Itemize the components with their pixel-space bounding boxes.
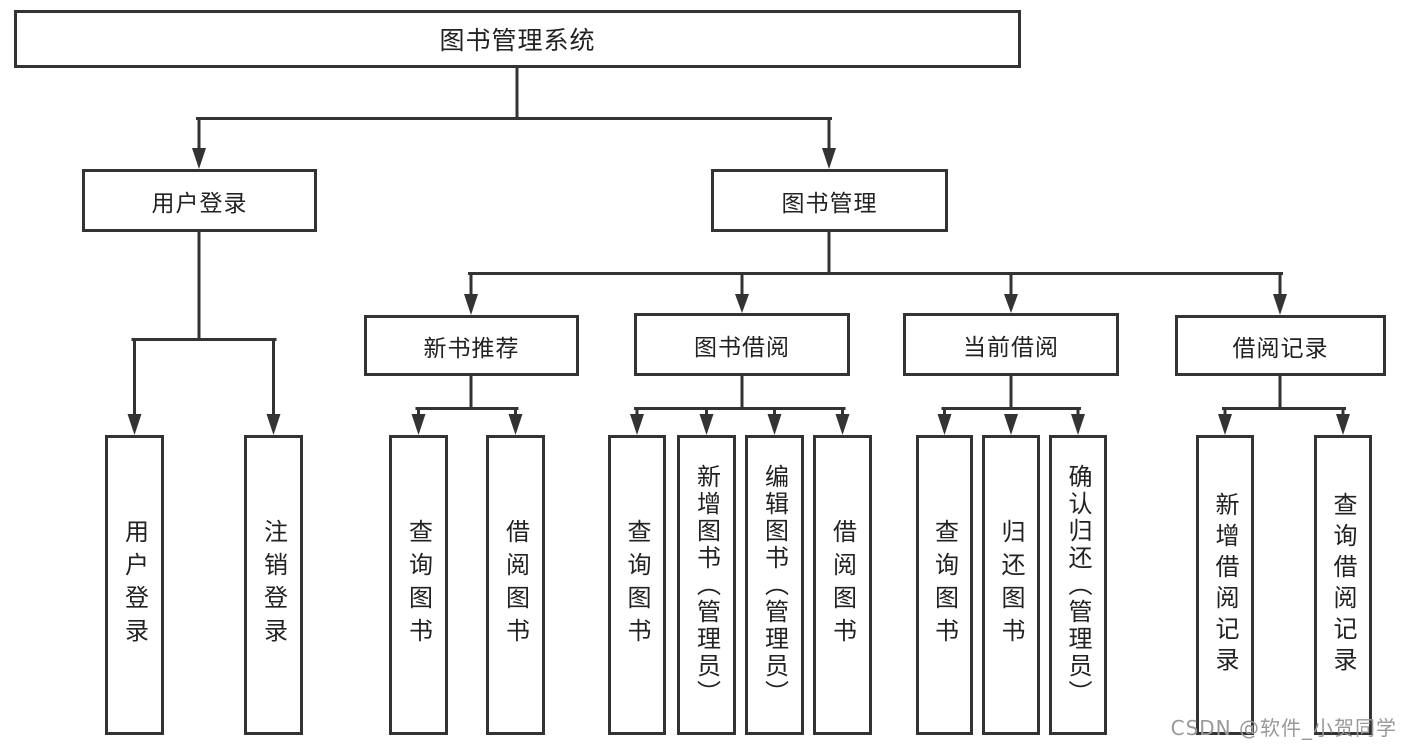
node-book-management-label: 图书管理 xyxy=(781,190,878,217)
leaf-add-borrow-record: 新增借阅记录 xyxy=(1196,435,1254,735)
leaf-logout-label: 注销登录 xyxy=(259,519,288,651)
leaf-return-books: 归还图书 xyxy=(982,435,1040,735)
connector-paths xyxy=(131,66,1346,419)
node-borrow-records: 借阅记录 xyxy=(1175,315,1386,376)
leaf-add-books-admin: 新增图书（管理员） xyxy=(677,435,736,735)
leaf-return-books-label: 归还图书 xyxy=(997,519,1025,651)
node-user-login-label: 用户登录 xyxy=(151,190,248,217)
arrow-icon xyxy=(192,148,206,169)
node-book-borrow-label: 图书借阅 xyxy=(694,334,790,361)
node-new-book-recommend: 新书推荐 xyxy=(364,315,579,376)
leaf-add-books-admin-label: 新增图书（管理员） xyxy=(692,463,721,707)
arrow-icon xyxy=(1218,414,1232,435)
arrowheads xyxy=(127,148,1350,435)
leaf-query-books-borrow-label: 查询图书 xyxy=(623,519,651,651)
arrow-icon xyxy=(127,414,142,435)
edge-records-to-leaves xyxy=(1222,374,1346,419)
leaf-user-login: 用户登录 xyxy=(105,435,164,735)
node-root: 图书管理系统 xyxy=(14,10,1021,68)
arrow-icon xyxy=(266,414,281,435)
leaf-query-books-current: 查询图书 xyxy=(916,435,973,735)
leaf-query-borrow-record: 查询借阅记录 xyxy=(1314,435,1372,735)
arrow-icon xyxy=(699,414,714,435)
arrow-icon xyxy=(630,414,644,435)
leaf-user-login-label: 用户登录 xyxy=(120,519,149,651)
arrow-icon xyxy=(937,414,952,435)
leaf-query-borrow-record-label: 查询借阅记录 xyxy=(1329,492,1357,678)
edge-userlogin-to-leaves xyxy=(131,230,277,419)
edge-bookborrow-to-leaves xyxy=(634,374,846,419)
arrow-icon xyxy=(822,148,836,169)
arrow-icon xyxy=(1273,294,1287,315)
leaf-confirm-return-admin: 确认归还（管理员） xyxy=(1049,435,1107,735)
leaf-edit-books-admin-label: 编辑图书（管理员） xyxy=(760,463,789,707)
node-book-borrow: 图书借阅 xyxy=(634,313,850,376)
node-new-book-recommend-label: 新书推荐 xyxy=(423,335,520,362)
leaf-query-books-recommend: 查询图书 xyxy=(389,435,448,735)
leaf-query-books-borrow: 查询图书 xyxy=(608,435,666,735)
arrow-icon xyxy=(1004,414,1018,435)
node-borrow-records-label: 借阅记录 xyxy=(1232,335,1329,362)
node-root-label: 图书管理系统 xyxy=(439,26,596,55)
arrow-icon xyxy=(1336,414,1350,435)
arrow-icon xyxy=(411,414,426,435)
arrow-icon xyxy=(464,294,478,315)
arrow-icon xyxy=(835,414,850,435)
arrow-icon xyxy=(1004,294,1018,313)
leaf-borrow-books: 借阅图书 xyxy=(813,435,872,735)
leaf-confirm-return-admin-label: 确认归还（管理员） xyxy=(1064,463,1092,707)
leaf-borrow-books-recommend: 借阅图书 xyxy=(486,435,545,735)
arrow-icon xyxy=(767,414,782,435)
node-current-borrow: 当前借阅 xyxy=(903,313,1119,376)
arrow-icon xyxy=(508,414,523,435)
leaf-query-books-recommend-label: 查询图书 xyxy=(404,519,433,651)
edge-newrec-to-leaves xyxy=(415,374,519,419)
leaf-add-borrow-record-label: 新增借阅记录 xyxy=(1211,492,1239,678)
leaf-query-books-current-label: 查询图书 xyxy=(930,519,959,651)
edge-root-to-level2 xyxy=(196,66,832,154)
arrow-icon xyxy=(735,294,749,313)
csdn-watermark: CSDN @软件_小贺同学 xyxy=(1170,716,1397,740)
node-current-borrow-label: 当前借阅 xyxy=(963,334,1059,361)
node-book-management: 图书管理 xyxy=(711,169,948,232)
leaf-borrow-books-label: 借阅图书 xyxy=(828,519,857,651)
leaf-edit-books-admin: 编辑图书（管理员） xyxy=(745,435,804,735)
node-user-login: 用户登录 xyxy=(82,169,317,232)
edge-bookmgmt-to-level3 xyxy=(468,230,1283,299)
edge-current-to-leaves xyxy=(941,374,1081,419)
leaf-logout: 注销登录 xyxy=(244,435,303,735)
arrow-icon xyxy=(1071,414,1085,435)
leaf-borrow-books-recommend-label: 借阅图书 xyxy=(501,519,530,651)
